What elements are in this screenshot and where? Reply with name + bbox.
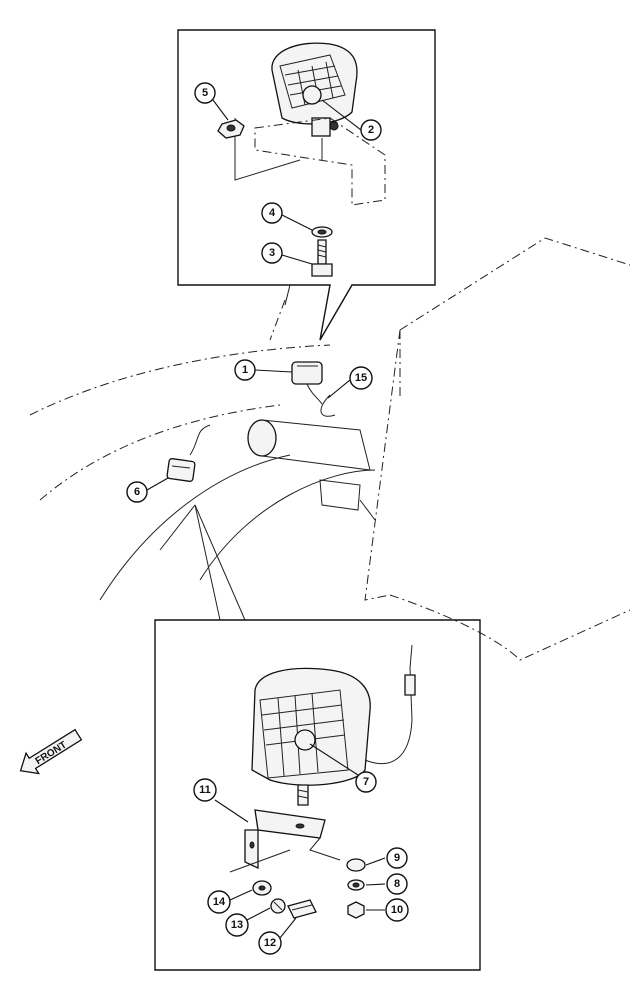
callout-5: 5 bbox=[194, 82, 216, 104]
side-work-lamp bbox=[251, 644, 416, 806]
callout-15: 15 bbox=[349, 366, 373, 390]
bracket-bolt bbox=[287, 899, 317, 919]
top-detail-frame bbox=[177, 29, 436, 341]
svg-text:6: 6 bbox=[134, 486, 140, 498]
svg-text:8: 8 bbox=[394, 878, 400, 890]
callout-4: 4 bbox=[261, 202, 283, 224]
callout-2: 2 bbox=[360, 119, 382, 141]
svg-text:12: 12 bbox=[264, 937, 276, 949]
callout-3: 3 bbox=[261, 242, 283, 264]
mounting-bracket bbox=[229, 809, 341, 873]
svg-text:15: 15 bbox=[355, 372, 367, 384]
callout-11: 11 bbox=[193, 778, 217, 802]
callout-7: 7 bbox=[355, 771, 377, 793]
svg-text:11: 11 bbox=[199, 784, 211, 796]
svg-text:14: 14 bbox=[213, 896, 226, 908]
bolt-part bbox=[311, 239, 333, 277]
svg-text:1: 1 bbox=[242, 364, 248, 376]
front-direction-arrow: FRONT bbox=[19, 728, 83, 775]
svg-text:9: 9 bbox=[394, 852, 400, 864]
svg-text:10: 10 bbox=[391, 904, 403, 916]
machine-outline bbox=[29, 237, 631, 661]
svg-text:4: 4 bbox=[269, 207, 276, 219]
callout-1: 1 bbox=[234, 359, 256, 381]
callout-13: 13 bbox=[225, 913, 249, 937]
side-lamp-small bbox=[166, 424, 211, 482]
callout-9: 9 bbox=[386, 847, 408, 869]
washer-part bbox=[311, 226, 333, 238]
svg-text:7: 7 bbox=[363, 776, 369, 788]
svg-text:3: 3 bbox=[269, 247, 275, 259]
svg-text:2: 2 bbox=[368, 124, 374, 136]
nut-part bbox=[217, 119, 245, 139]
boom-cylinder bbox=[247, 419, 376, 521]
roof-work-lamp bbox=[234, 42, 386, 206]
bottom-detail-frame bbox=[154, 504, 481, 971]
leader-lines bbox=[146, 99, 386, 939]
callout-6: 6 bbox=[126, 481, 148, 503]
callout-14: 14 bbox=[207, 890, 231, 914]
callout-12: 12 bbox=[258, 931, 282, 955]
cab-lamp-small bbox=[291, 361, 336, 417]
callout-10: 10 bbox=[385, 898, 409, 922]
callout-8: 8 bbox=[386, 873, 408, 895]
svg-text:13: 13 bbox=[231, 919, 243, 931]
svg-text:5: 5 bbox=[202, 87, 208, 99]
bracket-washers bbox=[252, 858, 366, 919]
